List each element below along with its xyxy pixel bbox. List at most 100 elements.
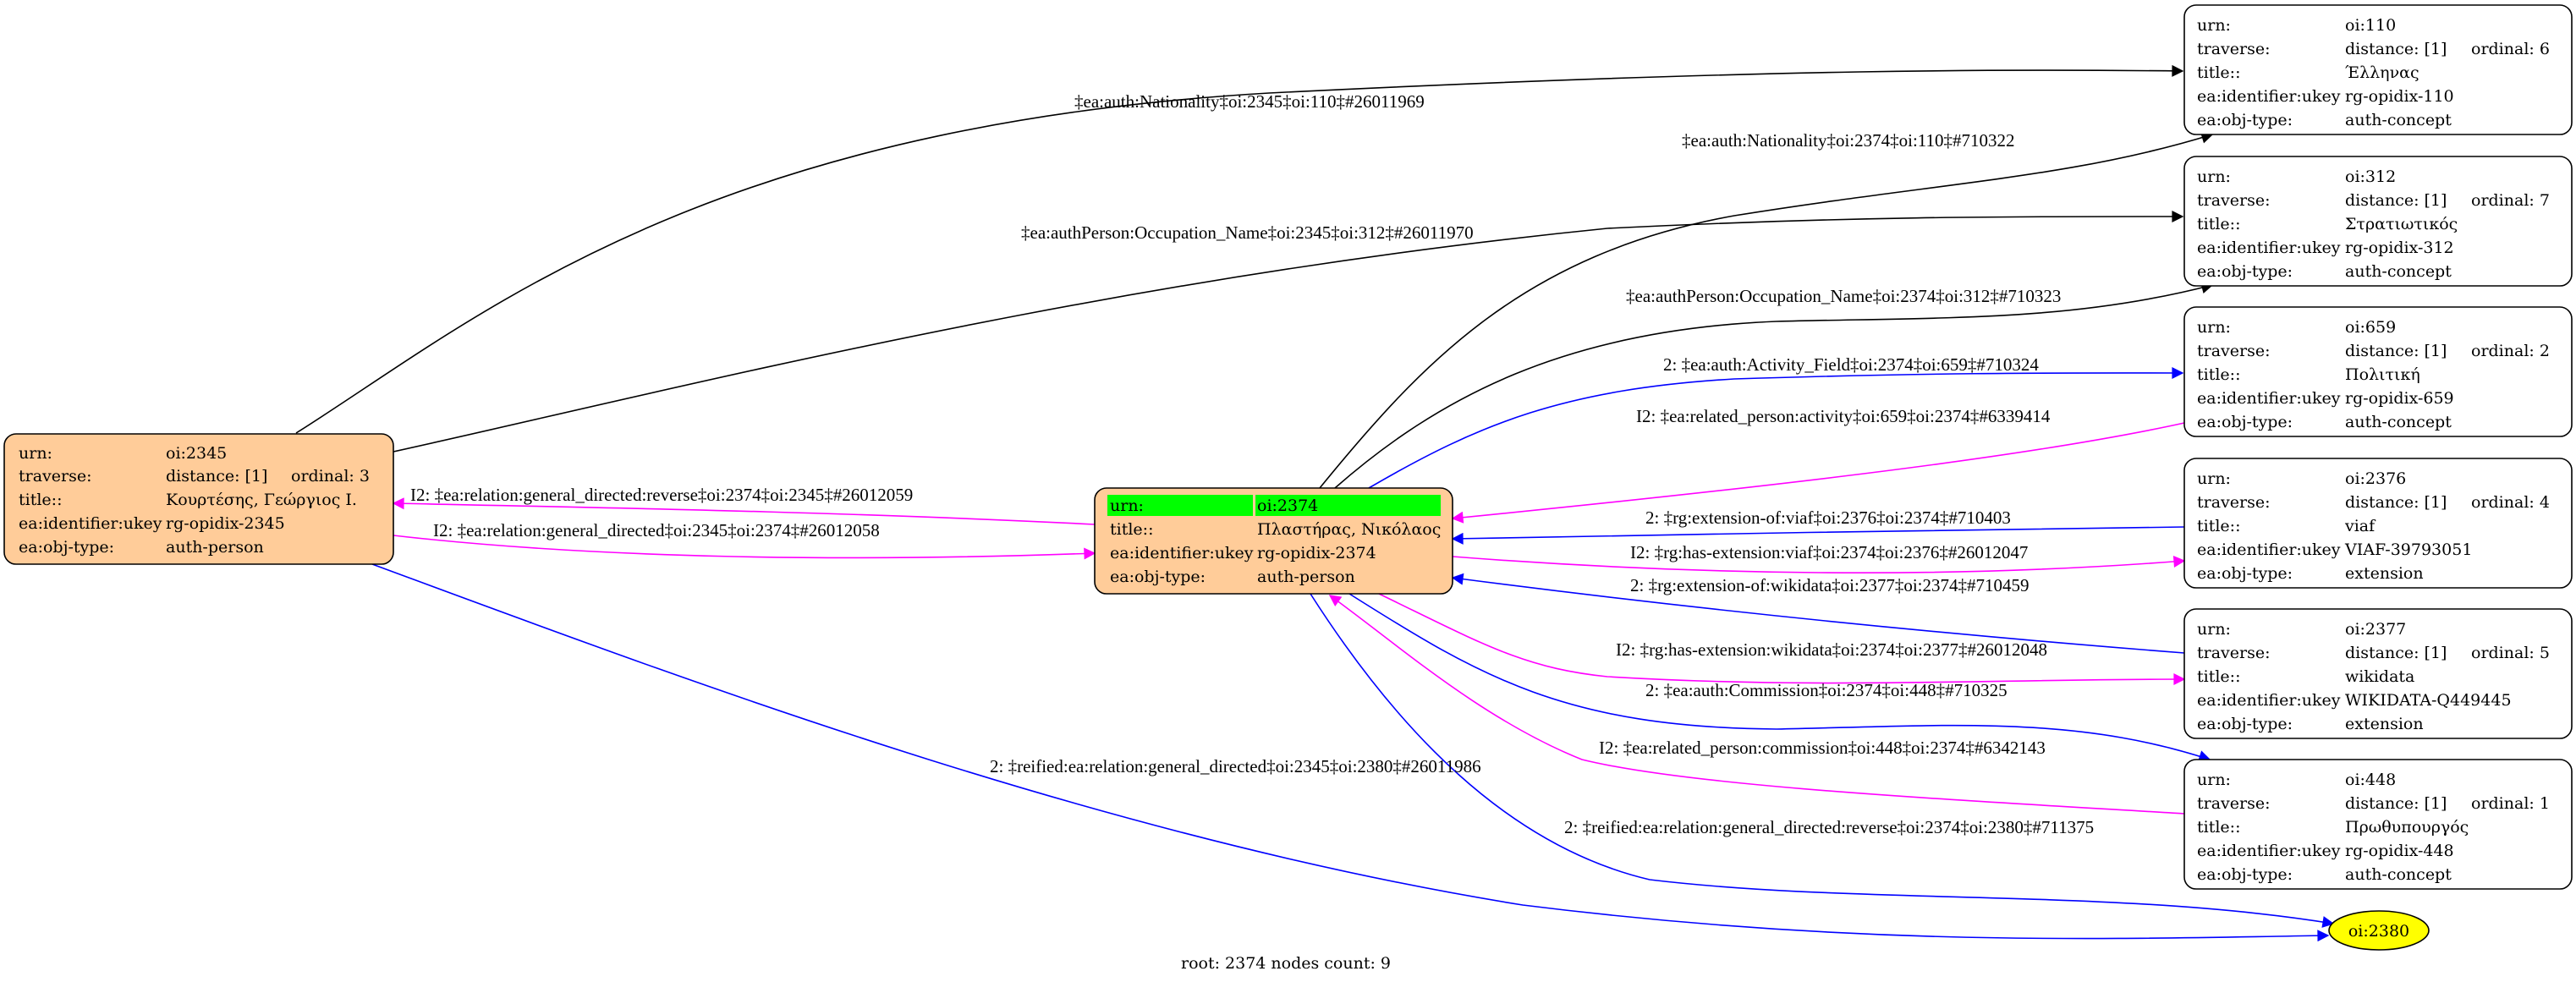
row-label-objtype: ea:obj-type: [2197, 865, 2293, 884]
value-urn: oi:312 [2345, 167, 2396, 186]
edge-2374-occupation-312[interactable] [1334, 282, 2214, 489]
row-label-title: title:: [2197, 63, 2240, 82]
edge-2345-nationality-110[interactable] [295, 64, 2184, 434]
edge-2374-reified-reverse-2380[interactable] [1310, 593, 2335, 928]
node-box [2183, 4, 2573, 135]
value-ordinal: ordinal: 2 [2471, 342, 2550, 360]
edge-2374-has-extension-2376[interactable] [1452, 555, 2186, 574]
row-label-ukey: ea:identifier:ukey [2197, 842, 2341, 860]
edge-2345-reified-2380[interactable] [371, 563, 2330, 942]
edge-label: I2: ‡rg:has-extension:wikidata‡oi:2374‡o… [1616, 639, 2047, 660]
edge-2374-relation-reverse-2345[interactable] [392, 497, 1096, 525]
edge-2374-nationality-110[interactable] [1319, 132, 2214, 489]
value-ukey: rg-opidix-448 [2345, 842, 2454, 860]
value-objtype: auth-person [1257, 568, 1355, 586]
value-distance: distance: [1] [2345, 493, 2447, 512]
edge-448-related-commission-2374[interactable] [1328, 595, 2185, 815]
row-label-traverse: traverse: [2197, 191, 2271, 210]
edge-2374-commission-448[interactable] [1348, 593, 2211, 762]
edge-label: 2: ‡ea:auth:Commission‡oi:2374‡oi:448‡#7… [1645, 680, 2008, 700]
row-label-objtype: ea:obj-type: [19, 538, 114, 557]
edge-label: ‡ea:authPerson:Occupation_Name‡oi:2374‡o… [1626, 286, 2061, 306]
row-label-title: title:: [2197, 215, 2240, 233]
row-label-ukey: ea:identifier:ukey [1110, 544, 1254, 562]
value-urn: oi:2377 [2345, 620, 2406, 639]
edge-2374-activity-659[interactable] [1368, 366, 2184, 489]
edge-label: 2: ‡ea:auth:Activity_Field‡oi:2374‡oi:65… [1663, 354, 2039, 375]
graph-footer: root: 2374 nodes count: 9 [1181, 954, 1391, 973]
value-ordinal: ordinal: 4 [2471, 493, 2550, 512]
row-label-ukey: ea:identifier:ukey [2197, 87, 2341, 106]
row-label-ukey: ea:identifier:ukey [19, 514, 162, 533]
edge-label: ‡ea:auth:Nationality‡oi:2374‡oi:110‡#710… [1682, 130, 2015, 151]
value-objtype: extension [2345, 715, 2424, 733]
edge-659-related-activity-2374[interactable] [1451, 422, 2185, 524]
value-urn: oi:2376 [2345, 469, 2406, 488]
node-ellipse [2328, 910, 2430, 951]
row-label-ukey: ea:identifier:ukey [2197, 239, 2341, 257]
root-highlight-label [1107, 495, 1253, 516]
row-label-traverse: traverse: [2197, 40, 2271, 58]
value-distance: distance: [1] [2345, 342, 2447, 360]
node-2380[interactable]: oi:2380 [2328, 910, 2430, 951]
value-distance: distance: [1] [2345, 40, 2447, 58]
node-box [2183, 608, 2573, 739]
node-box [2183, 759, 2573, 890]
row-label-objtype: ea:obj-type: [2197, 111, 2293, 129]
edge-2377-extension-of-2374[interactable] [1451, 573, 2185, 654]
node-2376[interactable]: urn: oi:2376 traverse: distance: [1] ordinal… [2183, 458, 2573, 589]
value-objtype: auth-person [166, 538, 264, 557]
node-110[interactable]: urn: oi:110 traverse: distance: [1] ordinal:… [2183, 4, 2573, 135]
value-ukey: rg-opidix-110 [2345, 87, 2454, 106]
value-ordinal: ordinal: 1 [2471, 794, 2550, 813]
value-ordinal: ordinal: 6 [2471, 40, 2550, 58]
row-label-title: title:: [2197, 517, 2240, 535]
row-label-traverse: traverse: [2197, 493, 2271, 512]
row-label-ukey: ea:identifier:ukey [2197, 540, 2341, 559]
row-label-objtype: ea:obj-type: [2197, 262, 2293, 281]
row-label-objtype: ea:obj-type: [2197, 564, 2293, 583]
value-title: Στρατιωτικός [2345, 215, 2458, 233]
edge-2345-occupation-312[interactable] [393, 210, 2184, 453]
node-box [2183, 306, 2573, 437]
edge-2374-has-extension-2377[interactable] [1378, 593, 2186, 686]
value-ordinal: ordinal: 5 [2471, 644, 2550, 662]
row-label-urn: urn: [19, 444, 52, 463]
row-label-urn: urn: [2197, 16, 2231, 35]
row-label-objtype: ea:obj-type: [2197, 413, 2293, 431]
edge-label: I2: ‡ea:relation:general_directed:revers… [410, 485, 913, 505]
right-nodes-layer: urn: oi:110 traverse: distance: [1] ordinal:… [2183, 4, 2573, 890]
edges-layer [295, 64, 2335, 942]
row-label-title: title:: [2197, 818, 2240, 837]
row-label-traverse: traverse: [2197, 644, 2271, 662]
row-label-title: title:: [1110, 520, 1153, 539]
value-objtype: auth-concept [2345, 413, 2452, 431]
value-ukey: rg-opidix-2374 [1257, 544, 1376, 562]
row-label-traverse: traverse: [19, 467, 92, 486]
row-label-urn: urn: [2197, 469, 2231, 488]
value-urn: oi:110 [2345, 16, 2396, 35]
edge-label: 2: ‡rg:extension-of:wikidata‡oi:2377‡oi:… [1630, 575, 2029, 595]
row-label-urn: urn: [2197, 620, 2231, 639]
row-label-urn: urn: [1110, 496, 1144, 515]
node-2345[interactable]: urn: oi:2345 traverse: distance: [1] ord… [3, 433, 394, 565]
node-box [2183, 156, 2573, 287]
value-title: Έλληνας [2345, 63, 2419, 82]
edge-labels-layer: ‡ea:auth:Nationality‡oi:2345‡oi:110‡#260… [410, 91, 2094, 837]
edge-2345-relation-2374[interactable] [393, 535, 1096, 560]
node-box [2183, 458, 2573, 589]
value-objtype: auth-concept [2345, 865, 2452, 884]
value-ukey: rg-opidix-2345 [166, 514, 285, 533]
node-box [3, 433, 394, 565]
root-highlight-value [1255, 495, 1441, 516]
edge-2376-extension-of-2374[interactable] [1451, 526, 2185, 545]
row-label-ukey: ea:identifier:ukey [2197, 389, 2341, 408]
value-urn: oi:659 [2345, 318, 2396, 337]
value-ukey: VIAF-39793051 [2344, 540, 2472, 559]
value-objtype: auth-concept [2345, 111, 2452, 129]
node-2374-root[interactable]: urn: oi:2374 title:: Πλαστήρας, Νικόλαος… [1094, 487, 1453, 595]
